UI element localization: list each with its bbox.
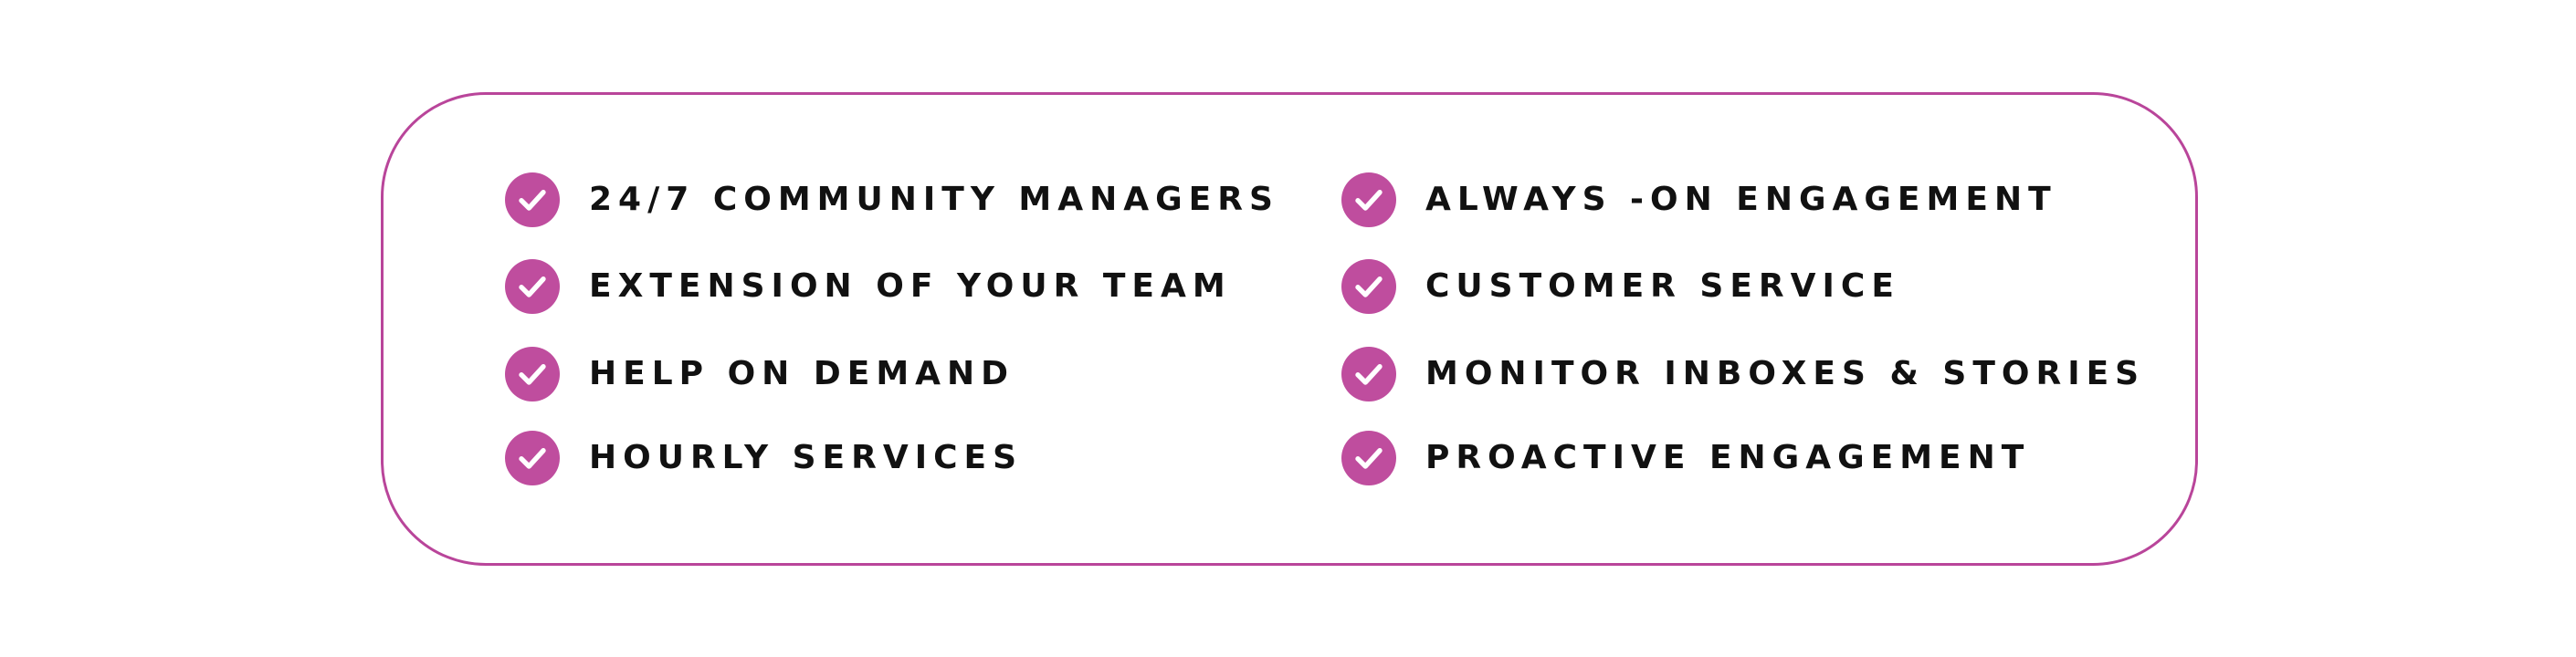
service-label: ALWAYS -ON ENGAGEMENT — [1425, 181, 2057, 218]
service-label: PROACTIVE ENGAGEMENT — [1425, 439, 2031, 476]
service-label: EXTENSION OF YOUR TEAM — [589, 267, 1232, 305]
service-item-always-on-engagement: ALWAYS -ON ENGAGEMENT — [1341, 172, 2057, 228]
service-item-community-managers: 24/7 COMMUNITY MANAGERS — [505, 172, 1279, 228]
check-icon — [1341, 347, 1396, 402]
service-item-monitor-inboxes: MONITOR INBOXES & STORIES — [1341, 346, 2145, 402]
service-label: 24/7 COMMUNITY MANAGERS — [589, 181, 1279, 218]
service-item-customer-service: CUSTOMER SERVICE — [1341, 258, 1900, 315]
check-icon — [505, 347, 560, 402]
service-label: MONITOR INBOXES & STORIES — [1425, 355, 2146, 392]
service-label: HOURLY SERVICES — [589, 439, 1024, 476]
service-item-help-on-demand: HELP ON DEMAND — [505, 346, 1015, 402]
check-icon — [505, 172, 560, 227]
service-item-proactive-engagement: PROACTIVE ENGAGEMENT — [1341, 430, 2030, 486]
service-item-extension-of-team: EXTENSION OF YOUR TEAM — [505, 258, 1232, 315]
check-icon — [1341, 259, 1396, 314]
check-icon — [1341, 431, 1396, 485]
service-item-hourly-services: HOURLY SERVICES — [505, 430, 1023, 486]
service-label: CUSTOMER SERVICE — [1425, 267, 1900, 305]
services-card — [381, 92, 2198, 566]
check-icon — [505, 431, 560, 485]
check-icon — [1341, 172, 1396, 227]
check-icon — [505, 259, 560, 314]
service-label: HELP ON DEMAND — [589, 355, 1015, 392]
